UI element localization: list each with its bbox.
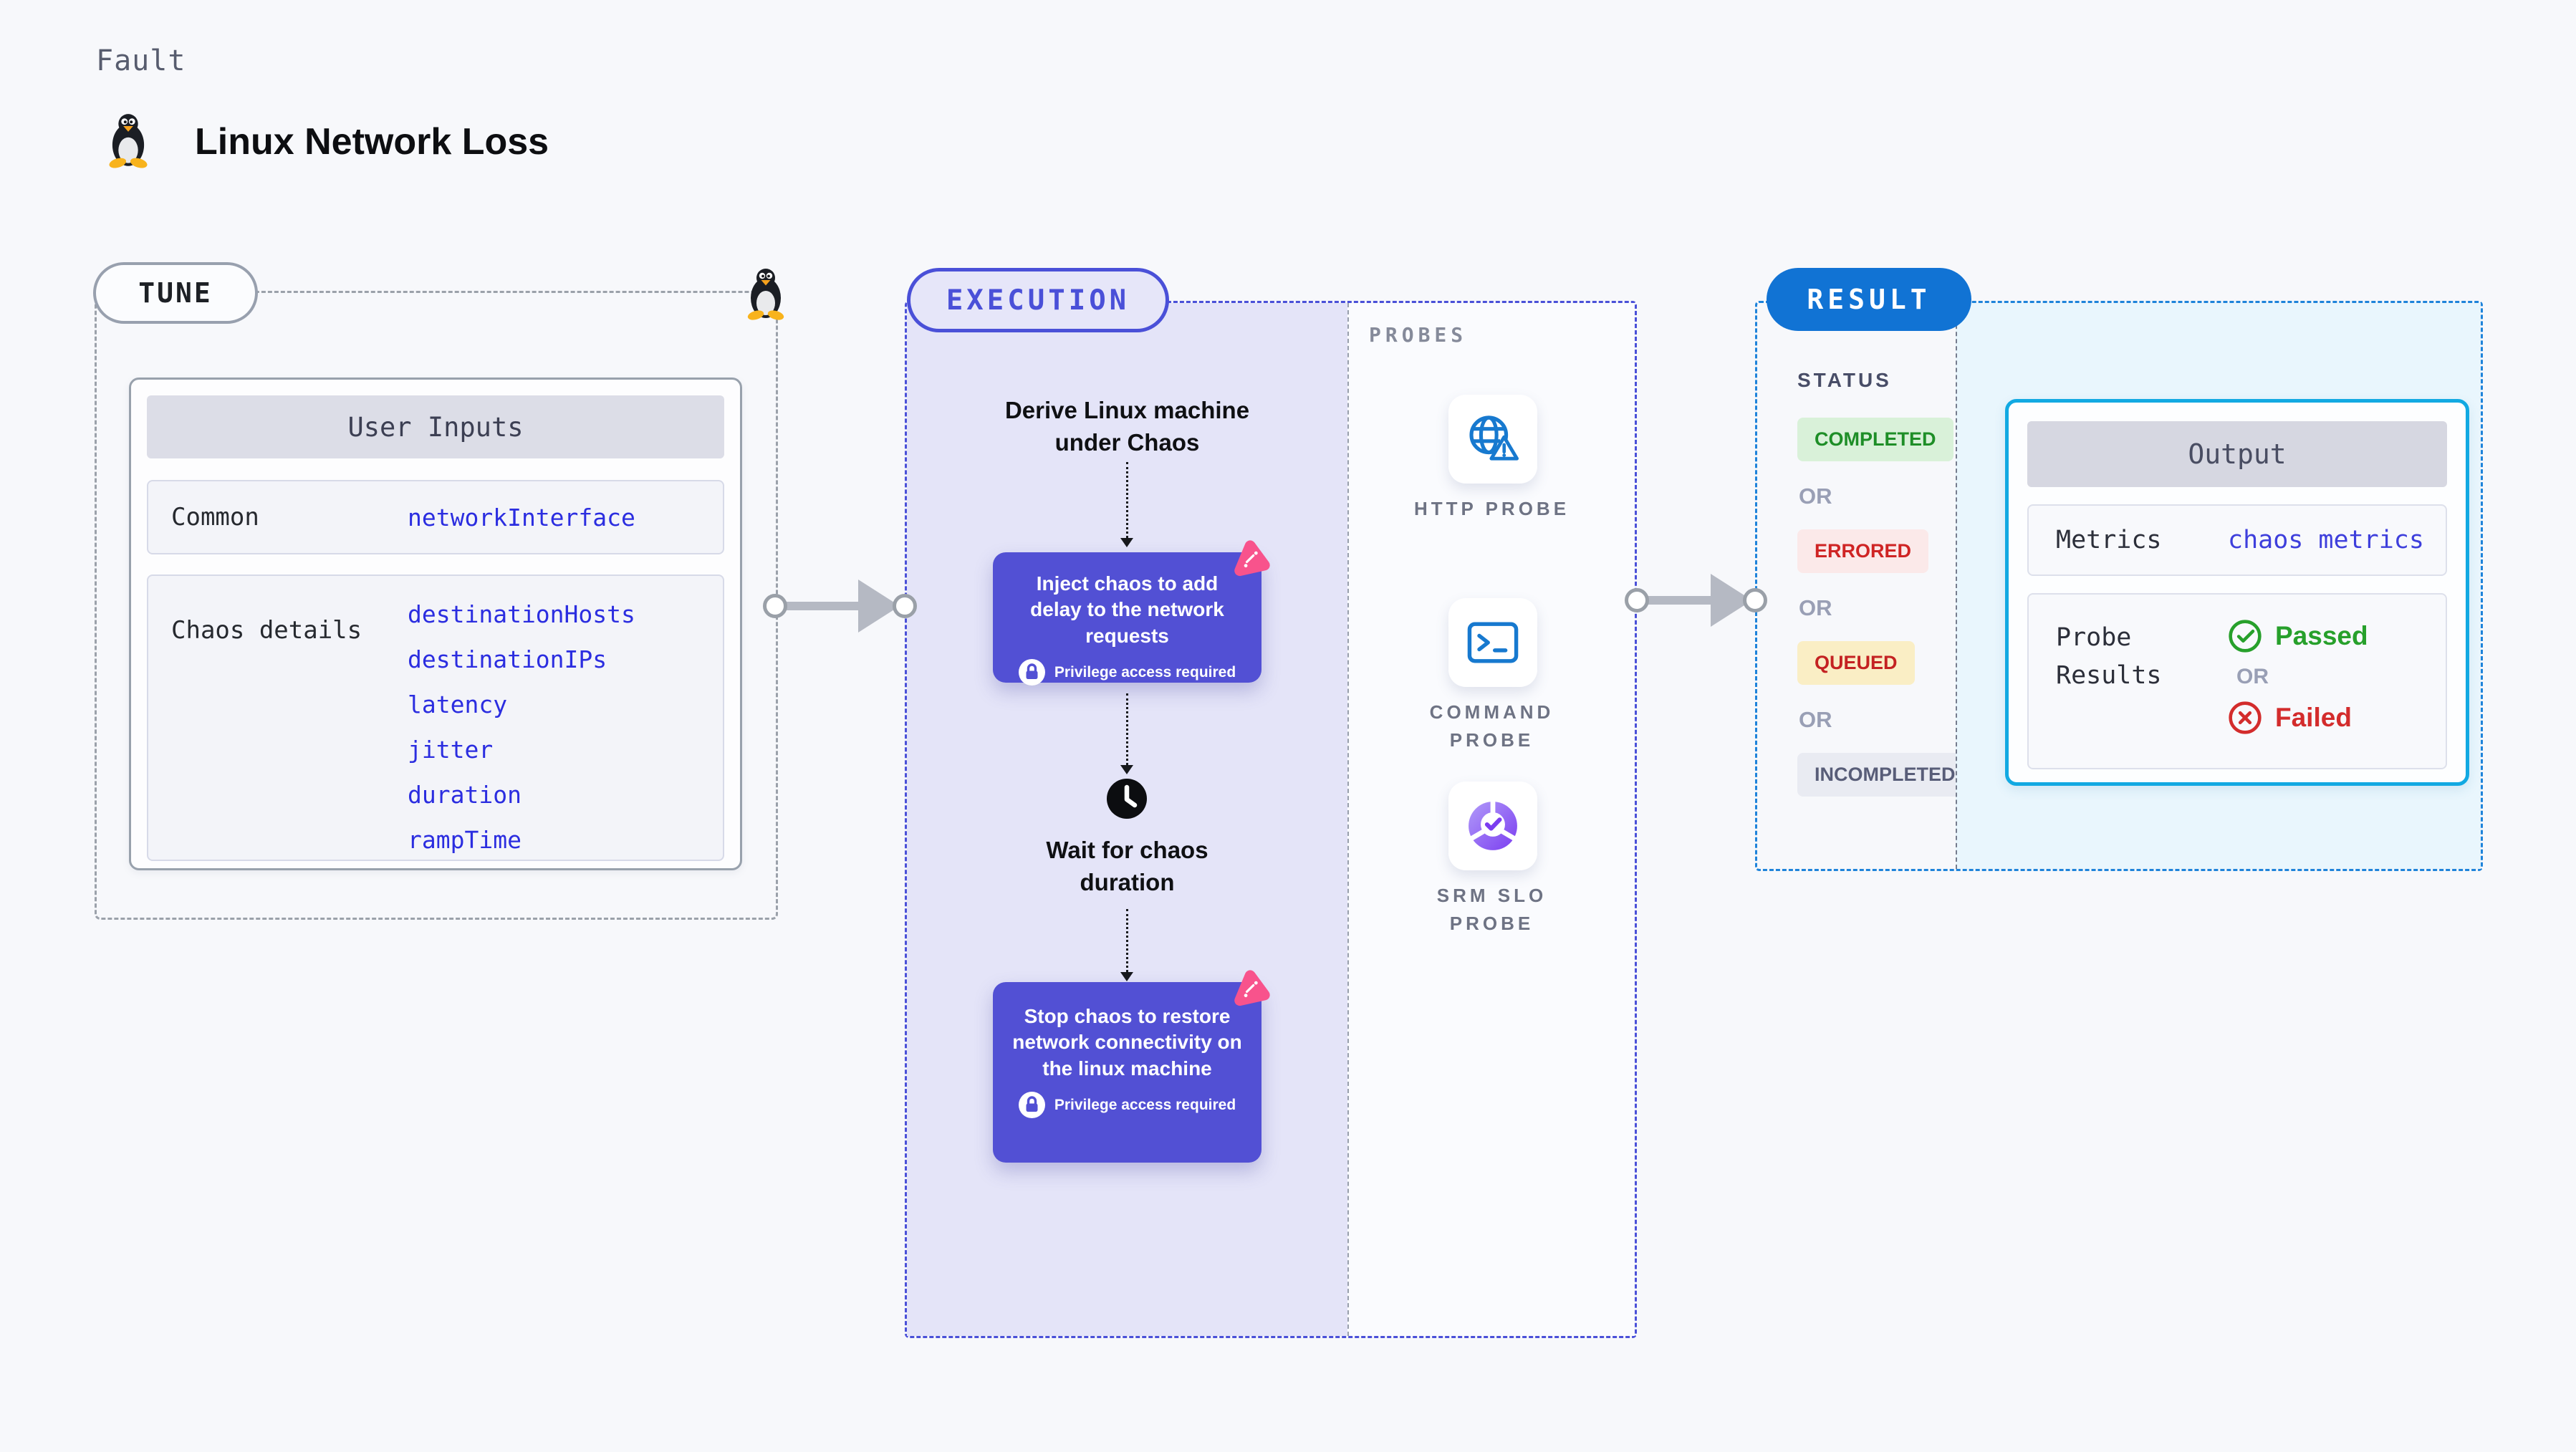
failed-label: Failed [2275,703,2352,732]
probe-results-label: Probe Results [2056,623,2162,690]
status-badge-errored: ERRORED [1797,529,1929,573]
probe-card-srm [1448,782,1537,870]
metrics-link: chaos metrics [2228,526,2424,554]
param-link: rampTime [408,826,522,854]
status-badge-queued: QUEUED [1797,641,1915,685]
result-section: STATUS COMPLETED OR ERRORED OR QUEUED OR… [1755,301,2483,871]
param-link: jitter [408,736,494,764]
param-link: duration [408,781,522,809]
output-panel: Output Metrics chaos metrics Probe Resul… [1956,303,2481,869]
chaos-logo-icon [1225,964,1275,1011]
status-badge-incompleted: INCOMPLETED [1797,753,1973,797]
probe-label-srm: SRM SLO PROBE [1436,885,1547,934]
probe-card-http [1448,395,1537,484]
row-label: Common [171,503,259,532]
status-badge-completed: COMPLETED [1797,418,1953,461]
param-list: destinationHosts destinationIPs latency … [408,576,635,860]
metrics-label: Metrics [2056,525,2162,554]
step-inject-chaos: Inject chaos to add delay to the network… [993,552,1261,686]
step-wait: Wait for chaos duration [1046,837,1208,895]
connector-node [1625,588,1649,612]
privilege-row: Privilege access required [993,1092,1261,1119]
output-header: Output [2027,421,2447,487]
or-label: OR [1799,707,1832,732]
flow-arrow [1637,596,1716,605]
param-link: networkInterface [408,503,635,532]
row-label: Chaos details [171,616,362,645]
or-label: OR [2236,665,2269,688]
or-label: OR [1799,595,1832,620]
step-stop-label: Stop chaos to restore network connectivi… [1012,1005,1242,1080]
page-kicker: Fault [96,44,186,77]
param-link: destinationIPs [408,645,607,673]
table-row: Chaos details destinationHosts destinati… [147,574,724,861]
user-inputs-table: User Inputs Common networkInterface Chao… [129,378,742,870]
connector-dotted [1126,909,1128,972]
clock-icon [1107,779,1147,819]
probe-card-command [1448,598,1537,687]
param-link: latency [408,691,508,718]
passed-line: Passed [2228,619,2368,653]
terminal-icon [1467,622,1519,663]
slo-donut-check-icon [1469,800,1517,850]
flow-arrow [775,602,862,610]
status-column: STATUS COMPLETED OR ERRORED OR QUEUED OR… [1757,303,1973,869]
lock-icon [1018,1092,1045,1119]
privilege-label: Privilege access required [1054,663,1236,681]
chaos-logo-icon [1225,534,1275,582]
or-label: OR [1799,484,1832,509]
probes-panel: PROBES HTTP PROBE [1347,303,1635,1336]
status-title: STATUS [1797,369,1892,391]
passed-label: Passed [2275,621,2368,650]
tune-badge: TUNE [93,262,258,324]
user-inputs-header: User Inputs [147,395,724,458]
connector-arrow-icon [1120,765,1133,774]
result-badge: RESULT [1767,268,1971,331]
connector-dotted [1126,693,1128,765]
probes-title: PROBES [1369,323,1468,347]
execution-badge: EXECUTION [907,268,1169,332]
page-title: Linux Network Loss [195,121,549,163]
connector-arrow-icon [1120,538,1133,547]
connector-node [893,594,917,618]
lock-icon [1018,659,1045,686]
execution-flow: Derive Linux machine under Chaos Inject … [907,303,1347,1336]
connector-dotted [1126,462,1128,538]
step-stop-chaos: Stop chaos to restore network connectivi… [993,982,1261,1163]
connector-arrow-icon [1120,972,1133,981]
privilege-label: Privilege access required [1054,1096,1236,1113]
probe-results-row: Probe Results Passed OR [2027,593,2447,769]
probe-label-command: COMMAND PROBE [1429,701,1554,751]
step-inject-label: Inject chaos to add delay to the network… [1030,572,1224,647]
metrics-row: Metrics chaos metrics [2027,504,2447,576]
connector-node [763,594,787,618]
globe-alert-icon [1469,415,1519,461]
execution-section: Derive Linux machine under Chaos Inject … [905,301,1637,1338]
x-circle-icon [2229,701,2262,734]
table-row: Common networkInterface [147,480,724,554]
tux-icon [107,114,149,169]
output-card: Output Metrics chaos metrics Probe Resul… [2005,399,2469,786]
param-link: destinationHosts [408,600,635,628]
probe-label-http: HTTP PROBE [1413,498,1570,519]
check-circle-icon [2229,620,2262,653]
failed-line: Failed [2228,701,2352,735]
step-derive: Derive Linux machine under Chaos [1004,397,1250,456]
probe-results-values: Passed OR Failed [2228,619,2368,768]
tux-icon [746,269,785,321]
connector-node [1743,588,1767,612]
privilege-row: Privilege access required [993,659,1261,686]
